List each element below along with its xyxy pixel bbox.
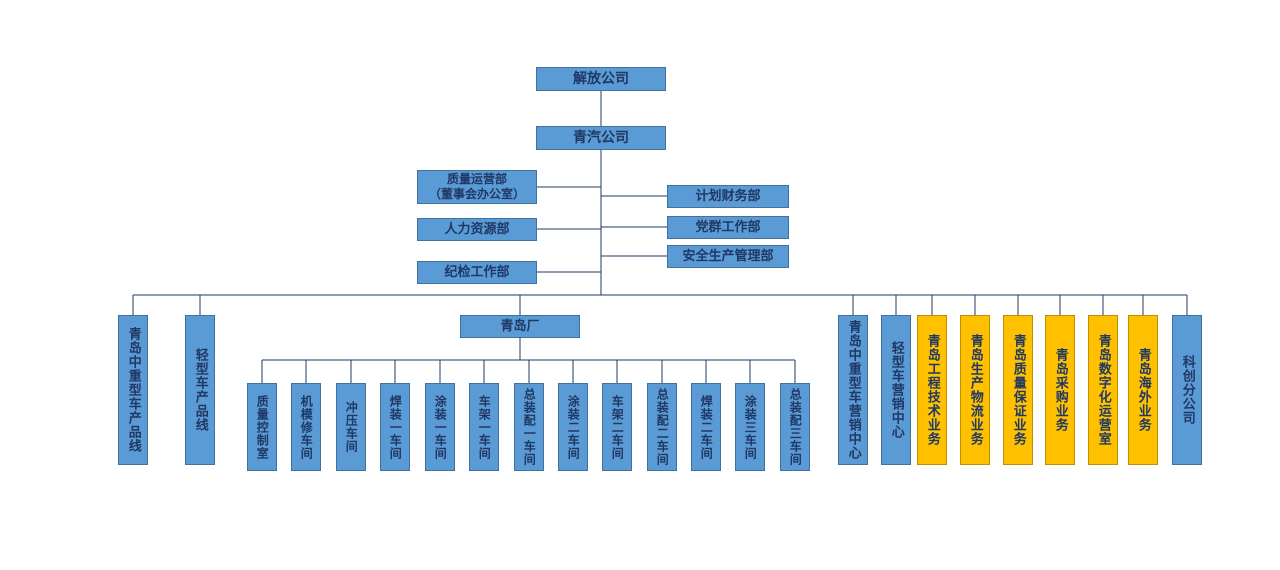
branch-qingdao-procurement-business: 青岛采购业务 bbox=[1045, 315, 1075, 465]
branch-light-vehicle-sales-center: 轻型车营销中心 bbox=[881, 315, 911, 465]
workshop-frame-2: 车架二车间 bbox=[602, 383, 632, 471]
workshop-final-assembly-2: 总装配二车间 bbox=[647, 383, 677, 471]
node-dept-discipline-inspection: 纪检工作部 bbox=[417, 261, 537, 284]
left-dept-connectors bbox=[537, 186, 601, 273]
node-dept-human-resources: 人力资源部 bbox=[417, 218, 537, 241]
branch-light-vehicle-product-line: 轻型车产品线 bbox=[185, 315, 215, 465]
workshop-final-assembly-1: 总装配一车间 bbox=[514, 383, 544, 471]
workshop-painting-2: 涂装二车间 bbox=[558, 383, 588, 471]
workshop-welding-1: 焊装一车间 bbox=[380, 383, 410, 471]
branch-qingdao-production-logistics-business: 青岛生产物流业务 bbox=[960, 315, 990, 465]
branch-qingdao-digital-operations-office: 青岛数字化运营室 bbox=[1088, 315, 1118, 465]
workshop-painting-1: 涂装一车间 bbox=[425, 383, 455, 471]
node-qingqi-company: 青汽公司 bbox=[536, 126, 666, 150]
node-dept-planning-finance: 计划财务部 bbox=[667, 185, 789, 208]
node-dept-party-mass-work: 党群工作部 bbox=[667, 216, 789, 239]
node-jiefang-company: 解放公司 bbox=[536, 67, 666, 91]
branch-qingdao-overseas-business: 青岛海外业务 bbox=[1128, 315, 1158, 465]
branch-qingdao-mid-heavy-sales-center: 青岛中重型车营销中心 bbox=[838, 315, 868, 465]
factory-connectors bbox=[261, 338, 796, 383]
node-qingdao-factory: 青岛厂 bbox=[460, 315, 580, 338]
dept-quality-operations-line1: 质量运营部 bbox=[446, 172, 507, 186]
dept-quality-operations-line2: （董事会办公室） bbox=[428, 187, 525, 201]
node-dept-quality-operations: 质量运营部 （董事会办公室） bbox=[417, 170, 537, 204]
workshop-final-assembly-3: 总装配三车间 bbox=[780, 383, 810, 471]
branch-qingdao-mid-heavy-product-line: 青岛中重型车产品线 bbox=[118, 315, 148, 465]
branch-qingdao-quality-assurance-business: 青岛质量保证业务 bbox=[1003, 315, 1033, 465]
dept-quality-operations-label: 质量运营部 （董事会办公室） bbox=[429, 172, 525, 202]
workshop-frame-1: 车架一车间 bbox=[469, 383, 499, 471]
branch-sci-tech-innovation-subsidiary: 科创分公司 bbox=[1172, 315, 1202, 465]
workshop-welding-2: 焊装二车间 bbox=[691, 383, 721, 471]
node-dept-safety-production: 安全生产管理部 bbox=[667, 245, 789, 268]
workshop-machine-mold-repair: 机模修车间 bbox=[291, 383, 321, 471]
branch-qingdao-engineering-tech-business: 青岛工程技术业务 bbox=[917, 315, 947, 465]
workshop-quality-control-room: 质量控制室 bbox=[247, 383, 277, 471]
branch-drop-lines bbox=[132, 295, 1188, 315]
workshop-stamping: 冲压车间 bbox=[336, 383, 366, 471]
workshop-painting-3: 涂装三车间 bbox=[735, 383, 765, 471]
right-dept-connectors bbox=[601, 195, 667, 257]
